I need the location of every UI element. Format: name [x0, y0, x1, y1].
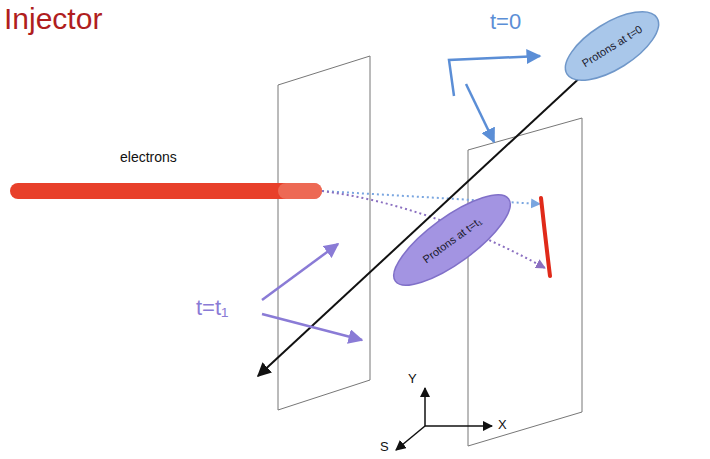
- electron-beam: [278, 183, 322, 199]
- proton-bunch: Protons at t=0: [553, 0, 670, 95]
- streak-mark: [541, 198, 550, 276]
- time-bracket: [449, 56, 540, 96]
- time-arrow: [262, 244, 338, 300]
- beam-label: electrons: [120, 150, 177, 165]
- screen-plane: [278, 56, 370, 410]
- time-label: t=0: [490, 10, 521, 34]
- axis-label: X: [498, 418, 507, 432]
- axis-label: S: [380, 440, 389, 454]
- axis-x: [425, 425, 492, 427]
- electron-beam: [10, 183, 322, 199]
- axis-s: [396, 426, 425, 450]
- axis-y: [424, 388, 426, 426]
- screen-plane: [468, 118, 582, 446]
- slide-title: Injector: [4, 2, 102, 35]
- axis-label: Y: [408, 372, 417, 386]
- time-label: t=t₁: [196, 296, 229, 320]
- time-arrow: [466, 84, 494, 142]
- time-arrow: [262, 314, 362, 340]
